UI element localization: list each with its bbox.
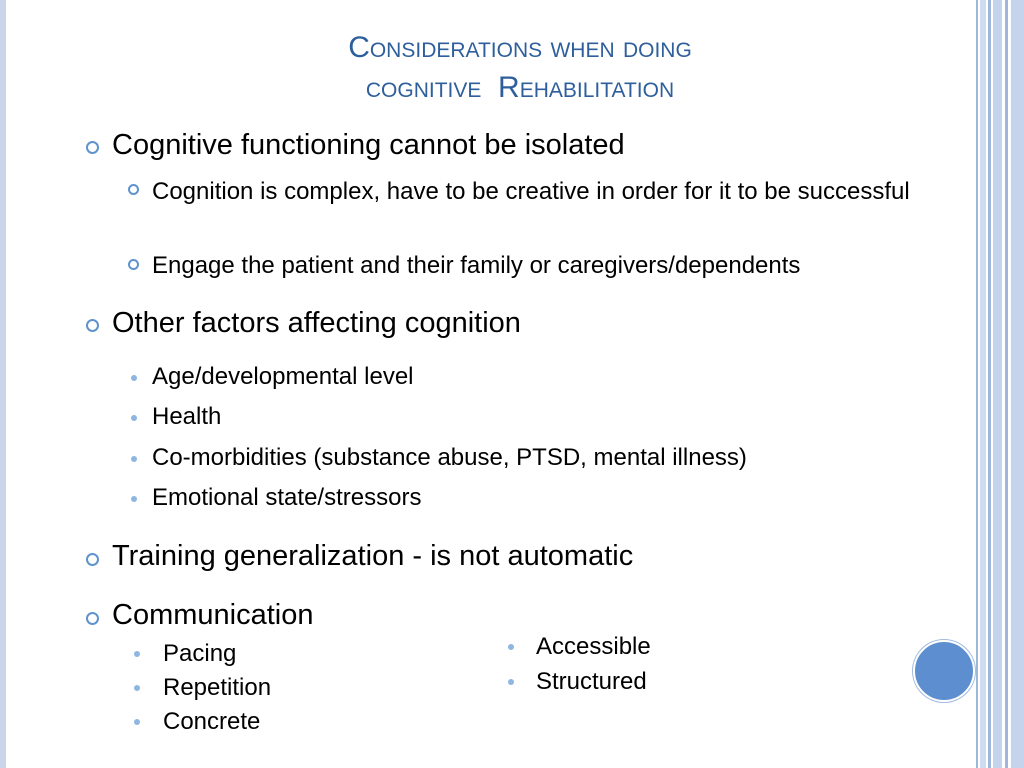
heading-training-generalization: Training generalization - is not automat… xyxy=(112,540,634,572)
title-line-1: Considerations when doing xyxy=(348,31,692,64)
bullet-dot-icon xyxy=(131,496,137,502)
item-age: Age/developmental level xyxy=(152,363,414,390)
bullet-ring-icon xyxy=(128,184,139,195)
bullet-ring-icon xyxy=(86,553,99,566)
item-cognition-complex: Cognition is complex, have to be creativ… xyxy=(152,178,910,205)
heading-other-factors: Other factors affecting cognition xyxy=(112,307,521,339)
bullet-dot-icon xyxy=(131,456,137,462)
bullet-dot-icon xyxy=(134,719,140,725)
decorative-circle xyxy=(913,640,975,702)
heading-cognitive-functioning: Cognitive functioning cannot be isolated xyxy=(112,129,625,161)
item-comorbidities: Co-morbidities (substance abuse, PTSD, m… xyxy=(152,444,747,471)
bullet-dot-icon xyxy=(134,685,140,691)
item-structured: Structured xyxy=(536,668,647,695)
bullet-dot-icon xyxy=(508,679,514,685)
item-concrete: Concrete xyxy=(163,708,261,735)
bullet-dot-icon xyxy=(131,415,137,421)
heading-communication: Communication xyxy=(112,599,314,631)
item-accessible: Accessible xyxy=(536,633,651,660)
bullet-ring-icon xyxy=(86,319,99,332)
title-line-2: cognitive Rehabilitation xyxy=(365,71,675,104)
item-emotional-state: Emotional state/stressors xyxy=(152,484,422,511)
bullet-ring-icon xyxy=(86,141,99,154)
slide-title: Considerations when doing cognitive Reha… xyxy=(150,28,890,108)
bullet-dot-icon xyxy=(508,644,514,650)
bullet-dot-icon xyxy=(131,375,137,381)
item-pacing: Pacing xyxy=(163,640,237,667)
bullet-ring-icon xyxy=(86,612,99,625)
item-health: Health xyxy=(152,403,222,430)
item-repetition: Repetition xyxy=(163,674,272,701)
bullet-ring-icon xyxy=(128,259,139,270)
bullet-dot-icon xyxy=(134,651,140,657)
item-engage-patient: Engage the patient and their family or c… xyxy=(152,252,801,279)
